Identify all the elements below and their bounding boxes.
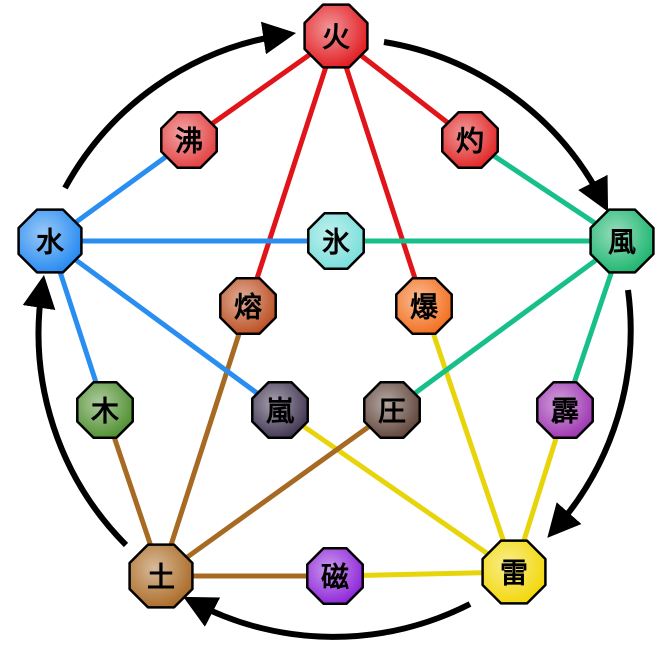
octagon-ice bbox=[307, 212, 365, 270]
element-label-wind: 風 bbox=[608, 226, 636, 259]
octagon-thunder bbox=[536, 381, 594, 439]
element-label-thunder: 霹 bbox=[551, 395, 579, 428]
octagon-dust bbox=[363, 381, 421, 439]
element-label-water: 水 bbox=[36, 226, 65, 259]
octagon-lava bbox=[219, 277, 277, 335]
cycle-arrow-wind-to-lightning bbox=[547, 289, 634, 538]
edge-fire-explosion bbox=[333, 33, 427, 309]
octagon-magnet bbox=[306, 547, 364, 605]
element-node-fire: 火 bbox=[303, 3, 369, 69]
element-node-dust: 圧 bbox=[363, 381, 421, 439]
element-node-boil: 沸 bbox=[160, 111, 218, 169]
element-node-storm: 嵐 bbox=[251, 381, 309, 439]
octagon-wood bbox=[76, 381, 134, 439]
cycle-arrow-water-to-fire bbox=[62, 21, 297, 190]
element-label-ice: 氷 bbox=[322, 226, 351, 259]
element-node-magnet: 磁 bbox=[306, 547, 364, 605]
element-node-earth: 土 bbox=[128, 543, 194, 609]
cycle-arrow-earth-to-water bbox=[22, 274, 129, 548]
edge-dust-earth bbox=[158, 407, 395, 579]
octagon-storm bbox=[251, 381, 309, 439]
element-label-magnet: 磁 bbox=[321, 561, 349, 594]
octagon-wind bbox=[589, 208, 655, 274]
element-label-boil: 沸 bbox=[175, 125, 203, 158]
element-node-wood: 木 bbox=[76, 381, 134, 439]
element-label-lightning: 雷 bbox=[500, 557, 528, 590]
edge-storm-lightning bbox=[277, 407, 517, 575]
edge-fire-lava bbox=[245, 33, 339, 309]
element-node-thunder: 霹 bbox=[536, 381, 594, 439]
element-label-fire: 火 bbox=[322, 21, 350, 54]
element-label-dust: 圧 bbox=[378, 395, 406, 428]
edge-wind-dust bbox=[389, 238, 625, 413]
element-node-lava: 熔 bbox=[219, 277, 277, 335]
element-label-wood: 木 bbox=[90, 395, 119, 428]
element-node-explosion: 爆 bbox=[395, 277, 453, 335]
octagon-lightning bbox=[481, 539, 547, 605]
edge-explosion-lightning bbox=[421, 303, 517, 575]
octagon-boil bbox=[160, 111, 218, 169]
octagon-fire bbox=[303, 3, 369, 69]
element-nodes: 火風雷 土 水 沸 灼氷熔 爆木 嵐 圧 霹磁 bbox=[17, 3, 655, 609]
cycle-arrow-lightning-to-earth bbox=[183, 596, 472, 640]
element-label-lava: 熔 bbox=[234, 291, 262, 324]
element-node-scorch: 灼 bbox=[441, 111, 499, 169]
edge-lava-earth bbox=[158, 303, 251, 579]
element-label-storm: 嵐 bbox=[266, 395, 295, 428]
element-label-explosion: 爆 bbox=[410, 291, 439, 324]
octagon-explosion bbox=[395, 277, 453, 335]
element-node-lightning: 雷 bbox=[481, 539, 547, 605]
element-node-wind: 風 bbox=[589, 208, 655, 274]
element-node-water: 水 bbox=[17, 208, 83, 274]
octagon-water bbox=[17, 208, 83, 274]
edge-water-storm bbox=[47, 238, 283, 413]
cycle-arrows bbox=[22, 21, 634, 640]
element-label-scorch: 灼 bbox=[456, 125, 484, 158]
cycle-arrow-fire-to-wind bbox=[383, 39, 609, 212]
element-node-ice: 氷 bbox=[307, 212, 365, 270]
octagon-scorch bbox=[441, 111, 499, 169]
octagon-earth bbox=[128, 543, 194, 609]
element-label-earth: 土 bbox=[147, 561, 175, 594]
